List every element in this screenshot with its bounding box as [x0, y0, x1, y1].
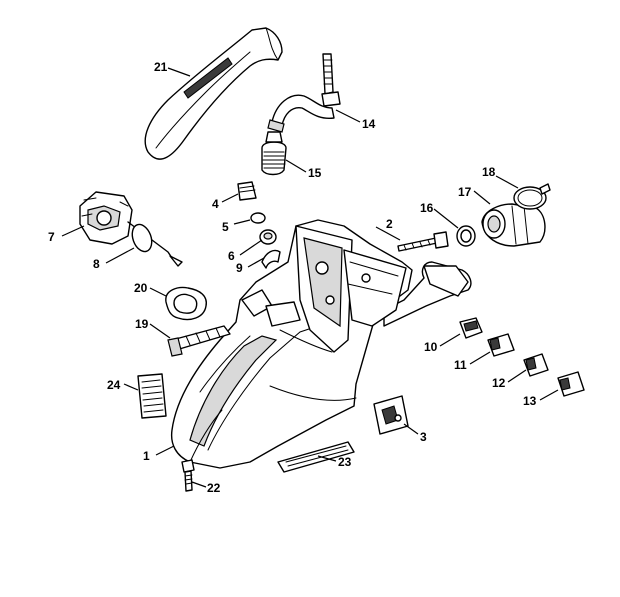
callout-12: 12	[492, 376, 506, 390]
callout-22: 22	[207, 481, 221, 495]
part-10-buffer	[459, 317, 483, 339]
callout-15: 15	[308, 166, 322, 180]
callout-23: 23	[338, 455, 352, 469]
part-5-o-ring	[250, 212, 266, 224]
part-17-manifold	[481, 203, 546, 247]
part-11-buffer	[487, 333, 515, 357]
part-19-boot	[167, 325, 231, 357]
part-13-buffer	[557, 371, 585, 397]
callout-13: 13	[523, 394, 537, 408]
callout-18: 18	[482, 165, 496, 179]
part-16-ring	[456, 225, 476, 247]
callout-24: 24	[107, 378, 121, 392]
callout-7: 7	[48, 230, 55, 244]
callout-6: 6	[228, 249, 235, 263]
callout-3: 3	[420, 430, 427, 444]
part-14-fuel-hose	[267, 53, 341, 133]
callout-16: 16	[420, 201, 434, 215]
part-23-strip	[277, 441, 355, 473]
part-8-o-ring	[131, 223, 183, 267]
callout-17: 17	[458, 185, 472, 199]
callout-10: 10	[424, 340, 438, 354]
callout-9: 9	[236, 261, 243, 275]
part-15-fuel-filter	[261, 131, 287, 176]
leader-lines	[61, 67, 559, 488]
part-12-buffer	[523, 353, 549, 377]
callout-4: 4	[212, 197, 219, 211]
part-3-plate	[373, 395, 409, 435]
part-20-gasket	[165, 286, 207, 321]
callout-11: 11	[454, 358, 467, 372]
part-18-clamp	[513, 183, 551, 210]
callout-14: 14	[362, 117, 376, 131]
part-2-screw	[397, 231, 449, 252]
callout-1: 1	[143, 449, 150, 463]
part-4-plug	[237, 181, 257, 201]
callout-8: 8	[93, 257, 100, 271]
callout-19: 19	[135, 317, 149, 331]
callout-2: 2	[386, 217, 393, 231]
callout-20: 20	[134, 281, 148, 295]
callout-5: 5	[222, 220, 229, 234]
part-24-label	[137, 373, 167, 419]
part-22-screw	[181, 459, 195, 492]
part-21-hand-guard	[144, 27, 283, 160]
part-6-grommet	[259, 229, 277, 245]
callout-21: 21	[154, 60, 168, 74]
part-9-clip	[261, 249, 281, 269]
part-1-housing	[170, 219, 472, 469]
callout-labels: 1 3 4 5 6 7 8 9 10 11 12 13 14 15 16 17 …	[48, 60, 537, 495]
